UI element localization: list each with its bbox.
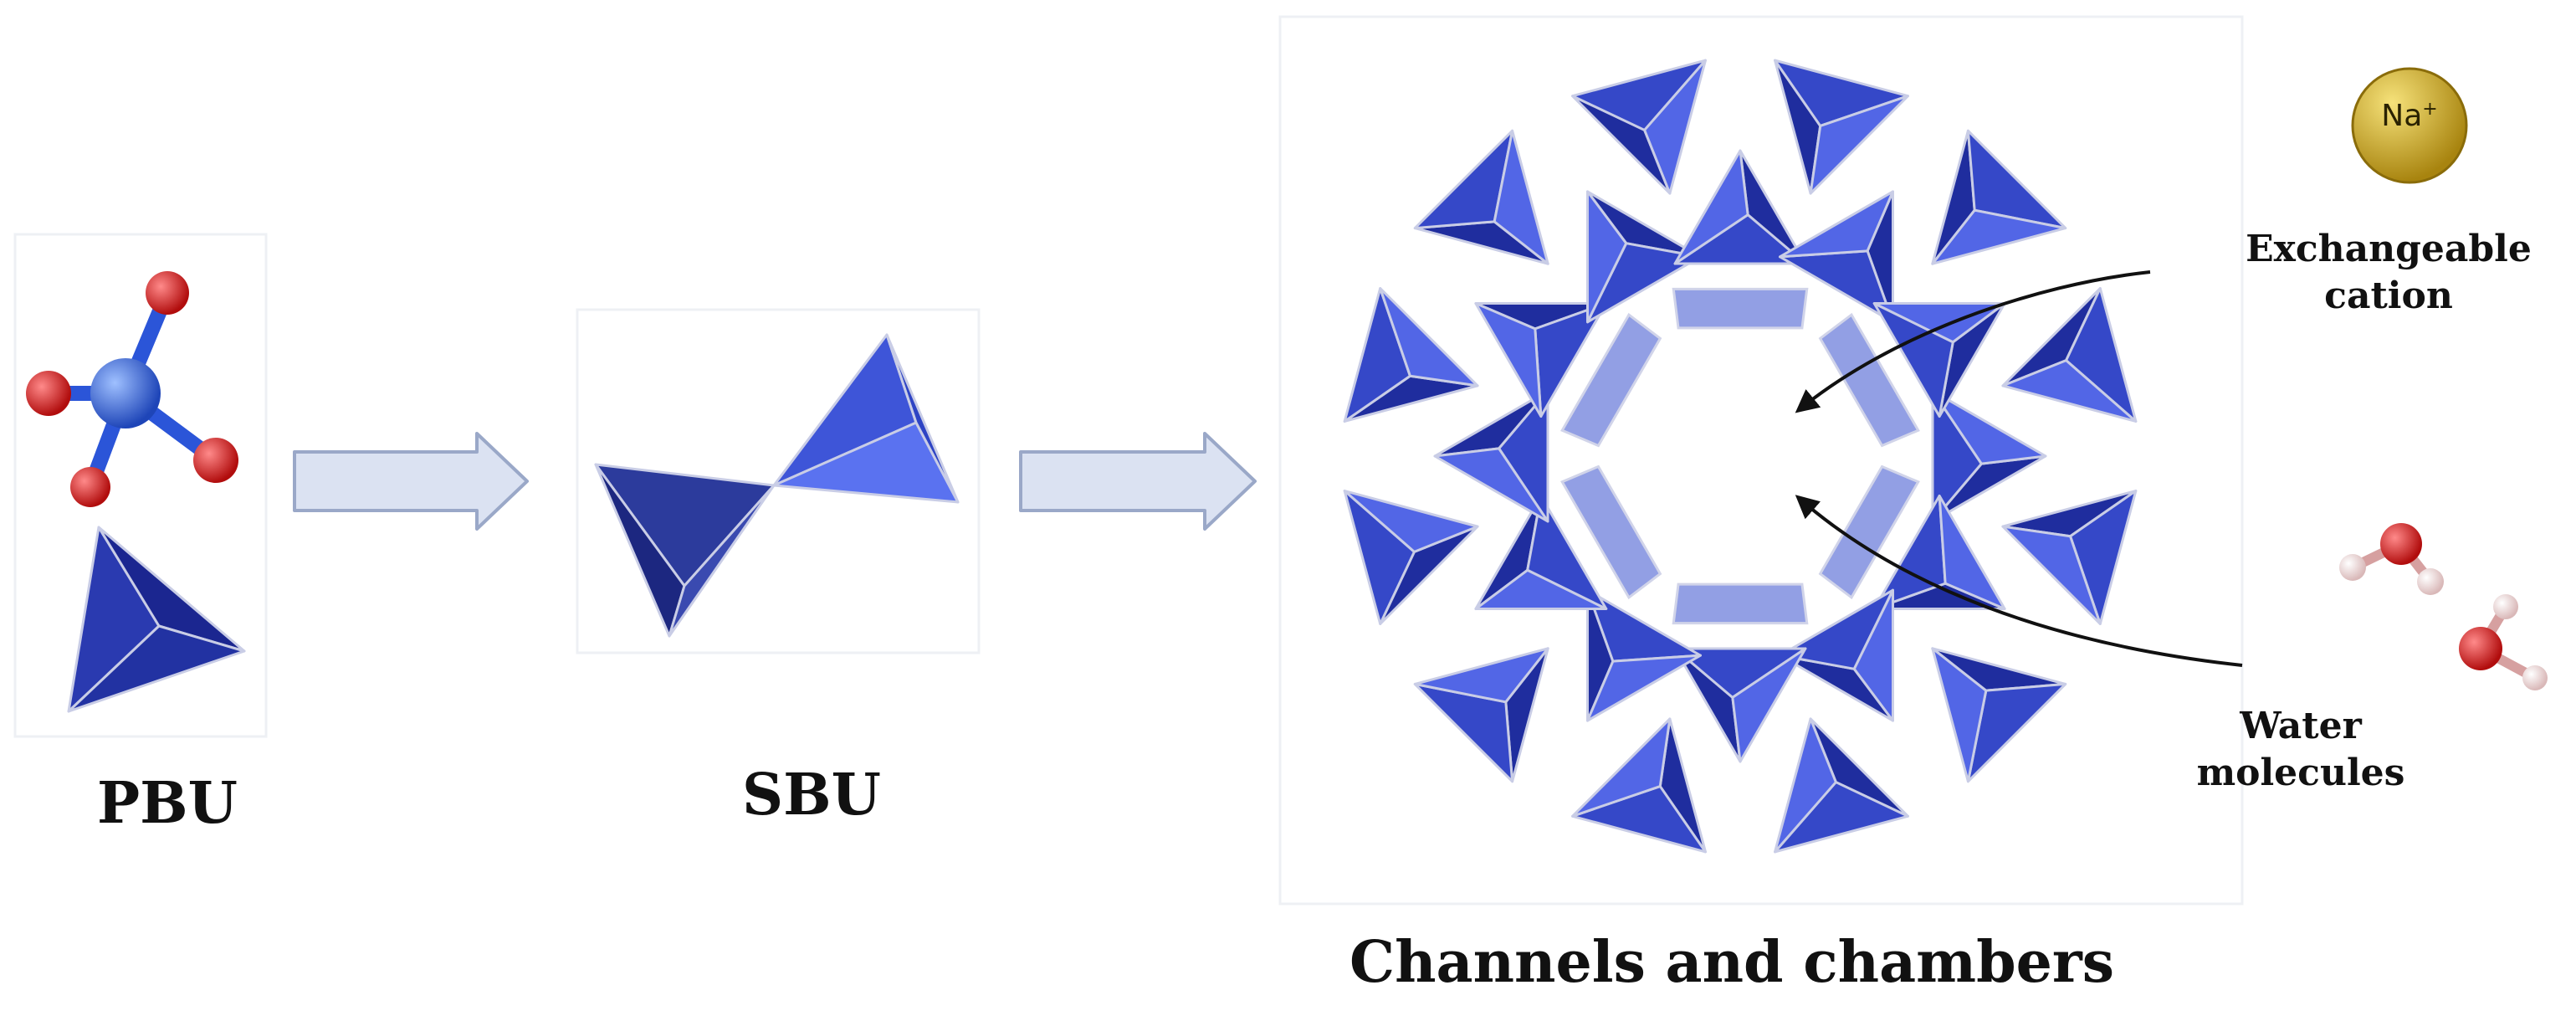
- water-label-line2: molecules: [2196, 752, 2405, 794]
- framework-tetrahedron: [1931, 389, 2047, 523]
- sodium-ion-label: Na+: [2359, 99, 2460, 133]
- framework-tetrahedron: [1586, 190, 1702, 324]
- framework-tetrahedron: [1343, 287, 1479, 423]
- framework-channel-wall: [1672, 287, 1809, 330]
- framework-tetrahedron: [1586, 588, 1702, 722]
- framework-tetrahedron: [1474, 302, 1608, 418]
- sodium-symbol: Na: [2381, 99, 2423, 133]
- framework-tetrahedron: [1571, 717, 1707, 854]
- framework-channel-wall: [1672, 582, 1809, 625]
- framework-tetrahedron: [1571, 59, 1707, 195]
- water-pointer-arrow: [1795, 495, 2243, 667]
- framework-tetrahedron: [1872, 302, 2006, 418]
- water-label: Water molecules: [2159, 703, 2443, 797]
- pbu-molecule-icon: [26, 271, 238, 507]
- framework-tetrahedron: [1931, 129, 2067, 265]
- water-label-line1: Water: [2240, 705, 2362, 747]
- framework-tetrahedron: [1343, 490, 1479, 625]
- pbu-tetrahedron-icon: [67, 526, 246, 713]
- framework-tetrahedron: [1779, 190, 1894, 324]
- sodium-ion-icon: [2351, 67, 2468, 184]
- framework-tetrahedron: [1774, 717, 1909, 854]
- water-molecule-icon: [2339, 523, 2444, 595]
- framework-tetrahedron: [1673, 647, 1807, 763]
- water-molecule-icon: [2459, 594, 2548, 690]
- sodium-charge: +: [2422, 99, 2438, 120]
- cation-label-line2: cation: [2324, 275, 2453, 317]
- framework-tetrahedron: [1931, 647, 2067, 783]
- sbu-tetrahedron-pair-icon: [594, 333, 960, 638]
- cation-pointer-arrow: [1795, 270, 2151, 413]
- cation-label-line1: Exchangeable: [2246, 228, 2532, 270]
- framework-tetrahedron: [1673, 149, 1807, 265]
- framework-channel-wall: [1818, 312, 1920, 448]
- framework-tetrahedron: [1779, 588, 1894, 722]
- framework-channel-wall: [1818, 464, 1920, 600]
- framework-tetrahedron: [1413, 129, 1549, 265]
- zeolite-framework-icon: [1343, 59, 2138, 854]
- framework-tetrahedron: [1433, 389, 1549, 523]
- framework-channel-wall: [1560, 464, 1662, 600]
- process-arrow-1: [293, 432, 529, 531]
- framework-channel-wall: [1560, 312, 1662, 448]
- panel-frames: [13, 15, 2244, 906]
- framework-tetrahedron: [1872, 495, 2006, 610]
- sbu-label: SBU: [742, 762, 881, 829]
- framework-tetrahedron: [1413, 647, 1549, 783]
- framework-tetrahedron: [1474, 495, 1608, 610]
- framework-label: Channels and chambers: [1349, 929, 2115, 996]
- framework-tetrahedron: [2001, 287, 2138, 423]
- process-arrow-2: [1019, 432, 1257, 531]
- pbu-label: PBU: [97, 770, 238, 837]
- cation-label: Exchangeable cation: [2209, 226, 2568, 320]
- framework-tetrahedron: [1774, 59, 1909, 195]
- framework-tetrahedron: [2001, 490, 2138, 625]
